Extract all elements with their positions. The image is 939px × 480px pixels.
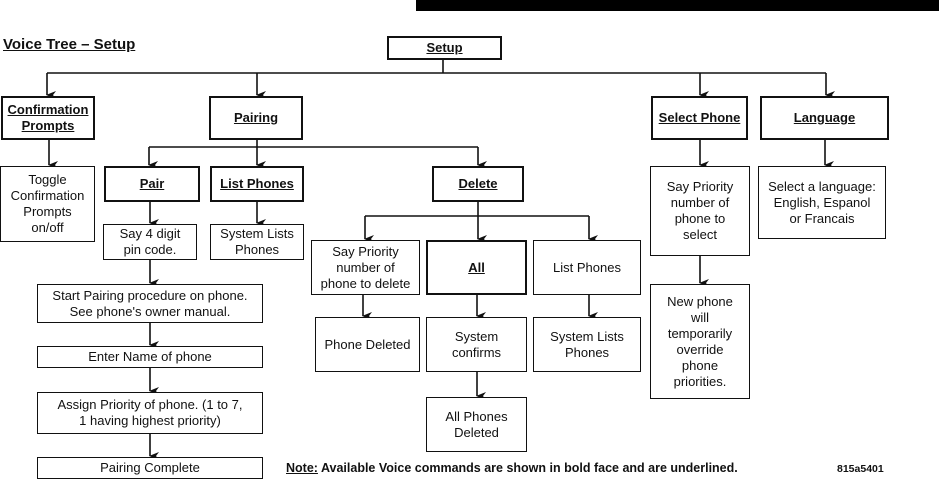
node-new-phone-override: New phone will temporarily override phon…	[650, 284, 750, 399]
note-label: Note:	[286, 461, 318, 475]
node-system-lists-phones-1: System Lists Phones	[210, 224, 304, 260]
node-setup: Setup	[387, 36, 502, 60]
node-system-confirms: System confirms	[426, 317, 527, 372]
node-say-pin: Say 4 digit pin code.	[103, 224, 197, 260]
node-say-priority-delete: Say Priority number of phone to delete	[311, 240, 420, 295]
node-pair: Pair	[104, 166, 200, 202]
node-list-phones-plain: List Phones	[533, 240, 641, 295]
figure-code: 815a5401	[837, 463, 884, 475]
node-select-phone: Select Phone	[651, 96, 748, 140]
node-system-lists-phones-2: System Lists Phones	[533, 317, 641, 372]
node-pairing-complete: Pairing Complete	[37, 457, 263, 479]
node-confirmation-prompts: Confirmation Prompts	[1, 96, 95, 140]
node-phone-deleted: Phone Deleted	[315, 317, 420, 372]
header-bar	[416, 0, 939, 11]
node-all: All	[426, 240, 527, 295]
node-say-priority-select: Say Priority number of phone to select	[650, 166, 750, 256]
footer-note: Note: Available Voice commands are shown…	[286, 461, 738, 475]
node-start-pairing: Start Pairing procedure on phone. See ph…	[37, 284, 263, 323]
note-text: Available Voice commands are shown in bo…	[317, 461, 738, 475]
node-pairing: Pairing	[209, 96, 303, 140]
node-language: Language	[760, 96, 889, 140]
node-all-phones-deleted: All Phones Deleted	[426, 397, 527, 452]
node-select-language: Select a language: English, Espanol or F…	[758, 166, 886, 239]
node-toggle-confirmation: Toggle Confirmation Prompts on/off	[0, 166, 95, 242]
node-assign-priority: Assign Priority of phone. (1 to 7, 1 hav…	[37, 392, 263, 434]
diagram-title: Voice Tree – Setup	[3, 36, 136, 53]
node-list-phones: List Phones	[210, 166, 304, 202]
node-enter-name: Enter Name of phone	[37, 346, 263, 368]
node-delete: Delete	[432, 166, 524, 202]
